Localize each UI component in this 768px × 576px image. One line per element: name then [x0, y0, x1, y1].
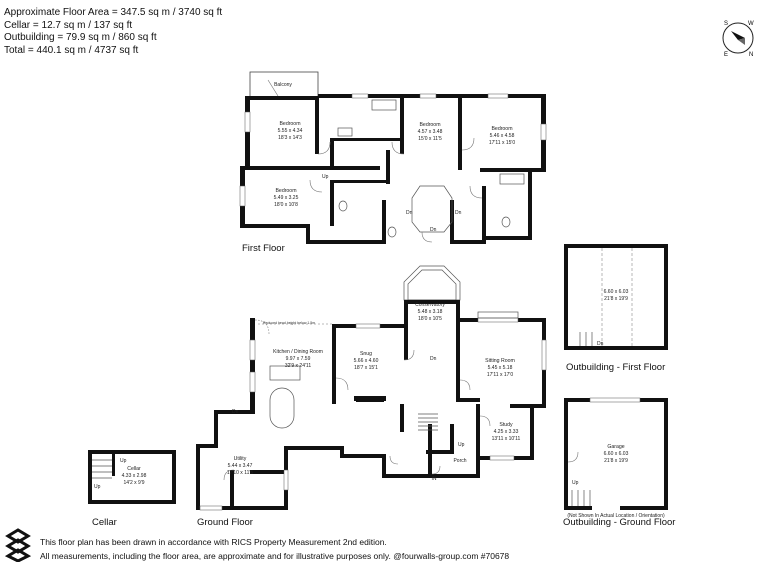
- cellar-up-mark-2: Up: [120, 458, 127, 464]
- bed1-metric: 5.55 x 4.34: [278, 128, 303, 134]
- area-cellar: Cellar = 12.7 sq m / 137 sq ft: [4, 19, 133, 31]
- snug-name: Snug: [360, 351, 372, 357]
- compass-w: W: [748, 21, 754, 27]
- outbuilding-first-plan: 6.60 x 6.03 21'8 x 19'9 Dn: [564, 244, 668, 350]
- cellar-up-mark-1: Up: [94, 484, 101, 490]
- outbuilding-ground-label: Outbuilding - Ground Floor: [563, 517, 676, 528]
- out-upper-imperial: 21'8 x 19'9: [604, 296, 628, 302]
- garage-imperial: 21'8 x 19'9: [604, 458, 628, 464]
- bed3-imperial: 17'11 x 15'0: [489, 140, 516, 146]
- kitchen-metric: 9.97 x 7.59: [286, 356, 311, 362]
- outbuilding-ground-plan: Garage 6.60 x 6.03 21'8 x 19'9 Up (Not S…: [564, 397, 668, 519]
- bed2-metric: 4.57 x 3.48: [418, 129, 443, 135]
- compass-e: E: [724, 52, 728, 58]
- balcony-label: Balcony: [274, 82, 292, 88]
- first-dn-mark-1: Dn: [406, 210, 413, 216]
- ground-floor-labels: Conservatory 5.48 x 3.18 18'0 x 10'5 Red…: [227, 302, 521, 482]
- cellar-name: Cellar: [127, 466, 141, 472]
- bed2-name: Bedroom: [419, 122, 440, 128]
- sitting-imperial: 17'11 x 17'0: [487, 372, 514, 378]
- conservatory-metric: 5.48 x 3.18: [418, 309, 443, 315]
- cellar-imperial: 14'2 x 9'9: [123, 480, 144, 486]
- bed3-name: Bedroom: [491, 126, 512, 132]
- ground-up-mark: Up: [458, 442, 465, 448]
- sitting-name: Sitting Room: [485, 358, 515, 364]
- kitchen-imperial: 32'9 x 24'11: [285, 363, 312, 369]
- bed3-metric: 5.46 x 4.58: [490, 133, 515, 139]
- footer-rics-note: This floor plan has been drawn in accord…: [40, 537, 387, 547]
- ground-dn-mark-2: Dn: [232, 409, 239, 415]
- compass-s: S: [724, 21, 728, 27]
- study-imperial: 13'11 x 10'11: [492, 436, 521, 442]
- cellar-plan: Up Up Cellar 4.33 x 2.98 14'2 x 9'9: [88, 450, 176, 504]
- study-metric: 4.25 x 3.33: [494, 429, 519, 435]
- cellar-metric: 4.33 x 2.98: [122, 473, 147, 479]
- not-shown-note: (Not Shown In Actual Location / Orientat…: [567, 513, 665, 519]
- snug-metric: 5.66 x 4.60: [354, 358, 379, 364]
- out-upper-dn-mark: Dn: [597, 341, 604, 347]
- ground-floor-plan: [196, 265, 547, 511]
- first-up-mark: Up: [322, 174, 329, 180]
- bed4-name: Bedroom: [275, 188, 296, 194]
- bed1-name: Bedroom: [279, 121, 300, 127]
- utility-metric: 5.44 x 3.47: [228, 463, 253, 469]
- out-upper-metric: 6.60 x 6.03: [604, 289, 629, 295]
- area-outbuilding: Outbuilding = 79.9 sq m / 860 sq ft: [4, 32, 157, 43]
- first-floor-labels: Balcony Bedroom 5.55 x 4.34 18'3 x 14'3 …: [274, 82, 516, 233]
- area-total: Total = 440.1 sq m / 4737 sq ft: [4, 44, 139, 56]
- garage-name: Garage: [607, 444, 624, 450]
- snug-imperial: 18'7 x 15'1: [354, 365, 378, 371]
- porch-label: Porch: [453, 458, 466, 464]
- reduced-headroom-note: Reduced head height below 1.5m: [263, 321, 315, 325]
- area-approx: Approximate Floor Area = 347.5 sq m / 37…: [4, 7, 223, 18]
- entrance-in-mark: IN: [432, 476, 437, 482]
- first-floor-label: First Floor: [242, 243, 285, 254]
- utility-imperial: 17'10 x 11'5: [227, 470, 254, 476]
- bed2-imperial: 15'0 x 11'5: [418, 136, 442, 142]
- conservatory-imperial: 18'0 x 10'5: [418, 316, 442, 322]
- garage-metric: 6.60 x 6.03: [604, 451, 629, 457]
- compass-icon: S W E N: [722, 21, 754, 58]
- first-dn-mark-2: Dn: [430, 227, 437, 233]
- compass-n: N: [749, 52, 753, 58]
- bed4-imperial: 18'0 x 10'8: [274, 202, 298, 208]
- kitchen-name: Kitchen / Dining Room: [273, 349, 323, 355]
- outbuilding-first-label: Outbuilding - First Floor: [566, 362, 666, 373]
- cellar-floor-label: Cellar: [92, 517, 117, 528]
- ground-dn-mark-1: Dn: [430, 356, 437, 362]
- utility-name: Utility: [234, 456, 247, 462]
- ground-floor-label: Ground Floor: [197, 517, 253, 528]
- fourwalls-logo-icon: [4, 528, 32, 562]
- study-name: Study: [499, 422, 513, 428]
- bed1-imperial: 18'3 x 14'3: [278, 135, 302, 141]
- garage-up-mark: Up: [572, 480, 579, 486]
- first-dn-mark-3: Dn: [455, 210, 462, 216]
- footer-disclaimer: All measurements, including the floor ar…: [40, 551, 510, 561]
- sitting-metric: 5.45 x 5.18: [488, 365, 513, 371]
- conservatory-name: Conservatory: [415, 302, 445, 308]
- first-floor-plan: [239, 71, 547, 244]
- bed4-metric: 5.49 x 3.25: [274, 195, 299, 201]
- floor-area-summary: Approximate Floor Area = 347.5 sq m / 37…: [4, 7, 222, 57]
